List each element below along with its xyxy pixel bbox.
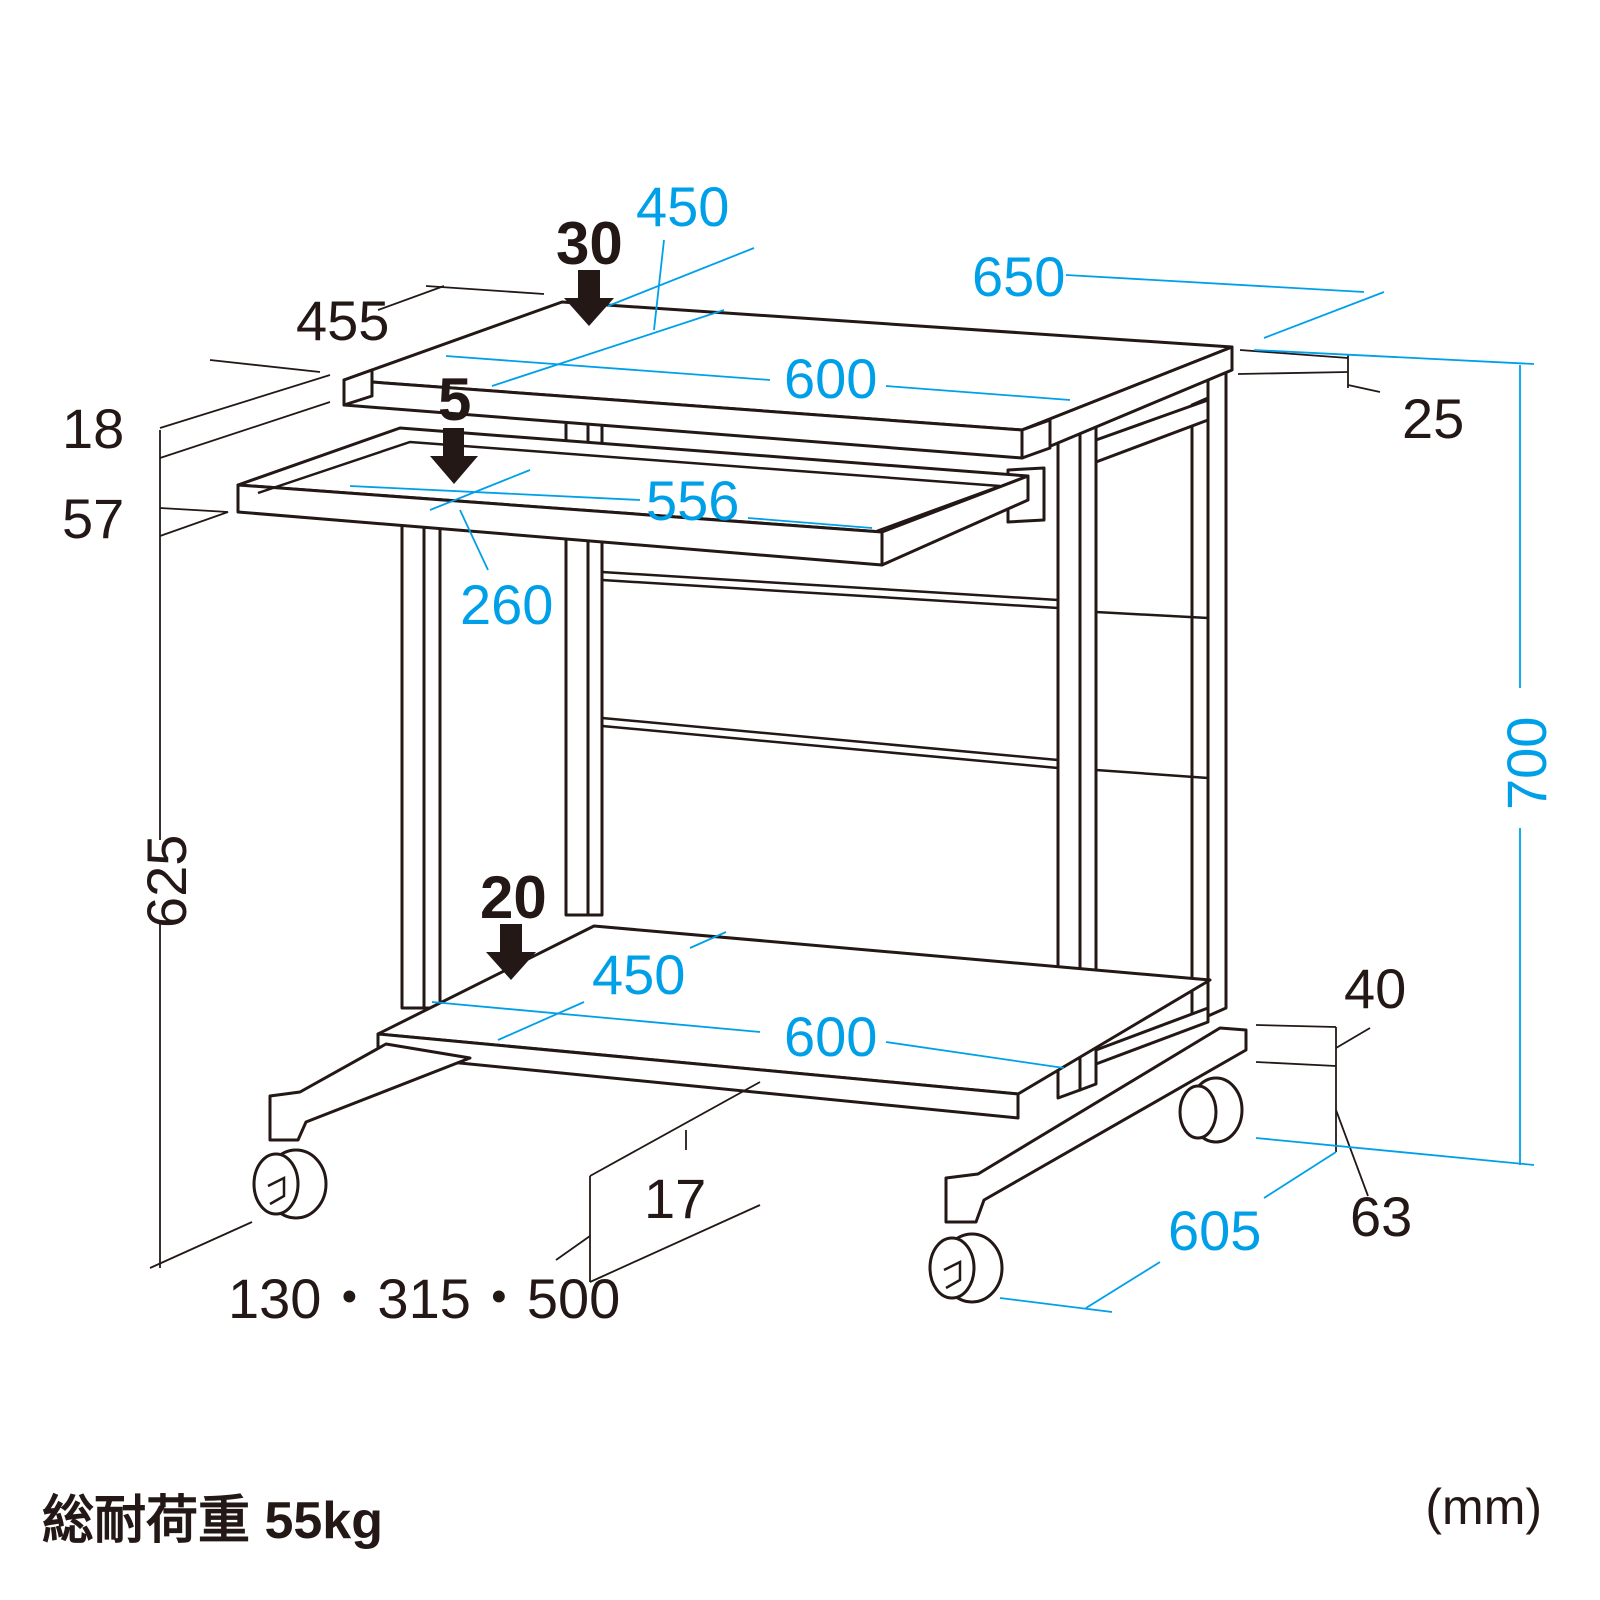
load-20-label: 20 <box>480 864 547 931</box>
load-arrow-keyboard <box>430 428 478 484</box>
dim-625-label: 625 <box>135 835 198 928</box>
computer-desk-drawing <box>236 300 1248 1304</box>
dim-700-label: 700 <box>1495 717 1558 810</box>
dim-650-label: 650 <box>972 245 1065 308</box>
caster-front-right <box>928 1232 1004 1304</box>
unit-label: (mm) <box>1425 1479 1542 1535</box>
load-5-label: 5 <box>438 366 471 433</box>
dim-450-top-label: 450 <box>636 175 729 238</box>
dim-25-label: 25 <box>1402 387 1464 450</box>
dim-260-label: 260 <box>460 573 553 636</box>
caster-rear-right <box>1178 1076 1244 1144</box>
caster-front-left <box>252 1148 328 1220</box>
total-load-label: 総耐荷重 55kg <box>42 1492 383 1550</box>
dim-556-label: 556 <box>646 469 739 532</box>
blue-dimension-lines <box>349 239 1535 1313</box>
dim-450-shelf-label: 450 <box>592 943 685 1006</box>
dim-600-shelf-label: 600 <box>784 1005 877 1068</box>
load-arrow-top <box>564 270 614 326</box>
dim-600-top-label: 600 <box>784 347 877 410</box>
load-arrow-shelf <box>486 924 536 980</box>
dim-57-label: 57 <box>62 487 124 550</box>
dim-63-label: 63 <box>1350 1185 1412 1248</box>
dim-455-label: 455 <box>296 289 389 352</box>
dim-18-label: 18 <box>62 397 124 460</box>
black-dimension-lines <box>149 285 1381 1283</box>
load-30-label: 30 <box>556 210 623 277</box>
shelf-positions-label: 130・315・500 <box>228 1267 620 1330</box>
dim-17-label: 17 <box>644 1167 706 1230</box>
dim-605-label: 605 <box>1168 1199 1261 1262</box>
dim-40-label: 40 <box>1344 957 1406 1020</box>
